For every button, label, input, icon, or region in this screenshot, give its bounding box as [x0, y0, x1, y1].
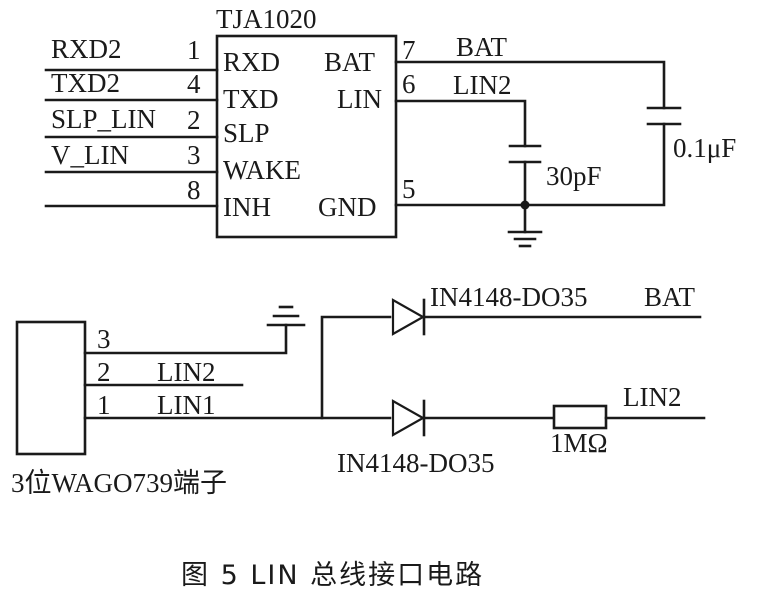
pin-number-6: 6 [402, 69, 416, 99]
pin-number-4: 4 [187, 69, 201, 99]
capacitor-30pf-label: 30pF [546, 161, 602, 191]
net-label-slp-lin: SLP_LIN [51, 104, 156, 134]
ground-icon [507, 230, 543, 248]
pin-name-bat: BAT [324, 47, 376, 77]
resistor-label: 1MΩ [550, 428, 608, 458]
pin-number-8: 8 [187, 175, 201, 205]
junction-dot [520, 200, 530, 210]
connector-pin-number-1: 1 [97, 390, 111, 420]
resistor-net-label: LIN2 [623, 382, 681, 412]
pin-number-1: 1 [187, 35, 201, 65]
net-label-v-lin: V_LIN [51, 140, 129, 170]
diode-branch-wire [320, 315, 392, 420]
pin-name-wake: WAKE [223, 155, 301, 185]
pin-number-3: 3 [187, 140, 201, 170]
pin-number-5: 5 [402, 174, 416, 204]
pin-number-7: 7 [402, 35, 416, 65]
ground-icon [266, 305, 306, 327]
connector-body [15, 320, 87, 456]
gnd-wire [394, 122, 666, 207]
pin-name-lin: LIN [337, 84, 382, 114]
ic-name: TJA1020 [216, 4, 317, 34]
pin-name-gnd: GND [318, 192, 377, 222]
figure-caption: 图 5 LIN 总线接口电路 [181, 560, 484, 591]
connector-pin3-wire [83, 323, 288, 355]
net-label-lin2: LIN2 [453, 70, 511, 100]
diode-top-icon [391, 298, 426, 336]
protection-network: IN4148-DO35 BAT IN4148-DO35 1MΩ LIN2 [320, 282, 706, 478]
bat-lin-network: 30pF 0.1μF [394, 60, 736, 248]
connector-pin-number-2: 2 [97, 357, 111, 387]
capacitor-bat-label: 0.1μF [673, 133, 736, 163]
resistor-icon [552, 404, 608, 430]
diode-top-label: IN4148-DO35 [430, 282, 587, 312]
connector-net-lin1: LIN1 [157, 390, 215, 420]
net-label-txd2: TXD2 [51, 68, 120, 98]
pin-name-txd: TXD [223, 84, 279, 114]
bat-wire [394, 60, 666, 110]
pin-name-inh: INH [223, 192, 271, 222]
connector-pin-number-3: 3 [97, 324, 111, 354]
diode-bottom-icon [391, 399, 426, 437]
connector: 3位WAGO739端子 3 2 LIN2 1 LIN1 [11, 305, 392, 498]
pin-number-2: 2 [187, 105, 201, 135]
pin-name-slp: SLP [223, 118, 270, 148]
lin-wire [394, 99, 527, 148]
diode-top-net-label: BAT [644, 282, 696, 312]
transceiver-ic: TJA1020 RXD2 TXD2 SLP_LIN V_LIN 1 4 2 3 … [44, 4, 511, 239]
net-label-bat: BAT [456, 32, 508, 62]
diode-bottom-label: IN4148-DO35 [337, 448, 494, 478]
connector-net-lin2: LIN2 [157, 357, 215, 387]
ic-body [215, 34, 398, 239]
net-label-rxd2: RXD2 [51, 34, 122, 64]
connector-name: 3位WAGO739端子 [11, 468, 227, 498]
pin-name-rxd: RXD [223, 47, 280, 77]
